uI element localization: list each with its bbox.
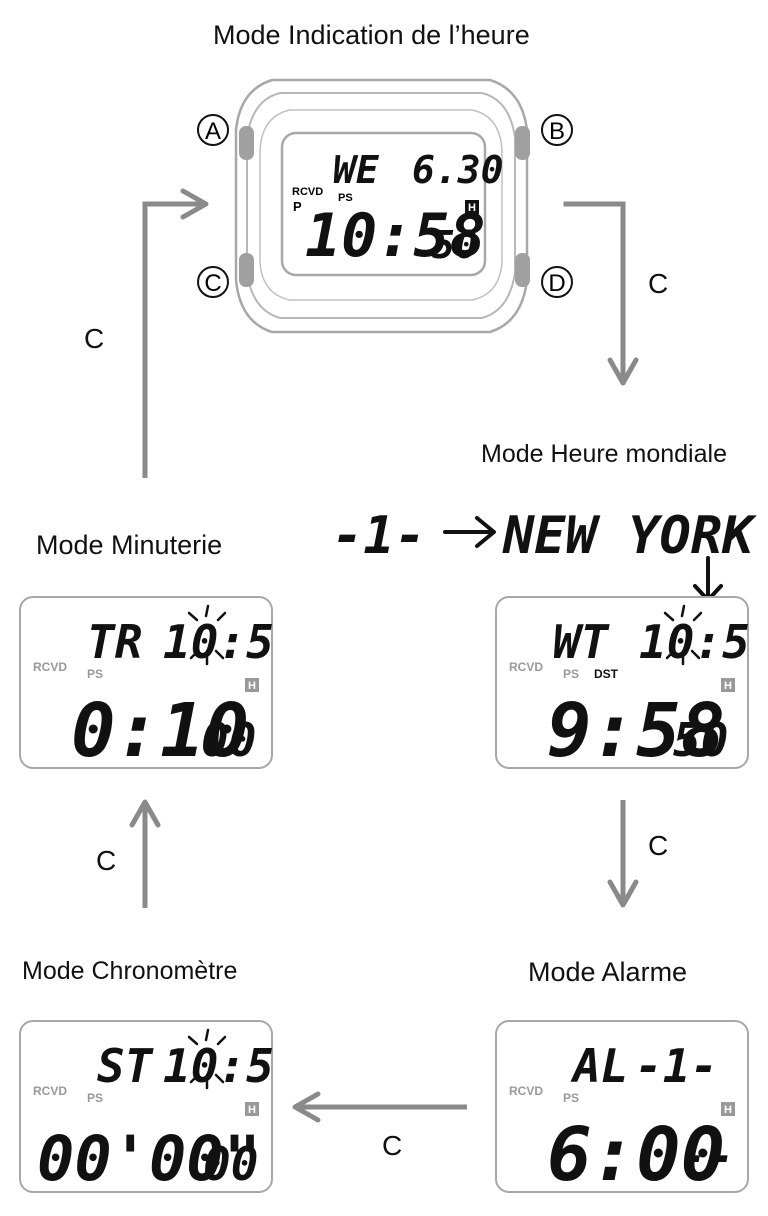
stopwatch-small-time: 10:58: [163, 1039, 275, 1093]
time-mode-title: Mode Indication de l’heure: [213, 20, 530, 50]
world-main-time: 9:58: [547, 688, 725, 771]
world-city-scroll: -1- NEW YORK: [332, 506, 757, 602]
world-scroll-from: -1-: [332, 506, 426, 566]
alarm-lcd: AL -1- RCVD PS H 6:00 --: [495, 1020, 749, 1198]
alarm-rcvd: RCVD: [509, 1084, 543, 1098]
stopwatch-ps: PS: [87, 1091, 103, 1105]
world-h-indicator: H: [724, 680, 732, 692]
timer-main-time: 0:10: [71, 688, 249, 771]
alarm-ps: PS: [563, 1091, 579, 1105]
blink-icon: [187, 1028, 227, 1090]
time-mode-lcd: WE 6.30 RCVD PS P H 10:58 50: [292, 148, 504, 271]
timer-small-time: 10:58: [163, 615, 275, 669]
button-b-pusher: [515, 126, 530, 160]
button-label-a: A: [197, 114, 229, 146]
stopwatch-rcvd: RCVD: [33, 1084, 67, 1098]
blink-icon: [663, 604, 703, 666]
timer-label: TR: [87, 615, 142, 669]
world-ps: PS: [563, 667, 579, 681]
stopwatch-hundredths: 00: [203, 1137, 258, 1191]
stopwatch-main-time: 00'00": [37, 1122, 261, 1195]
timer-mode-title: Mode Minuterie: [36, 530, 223, 560]
timer-h-indicator: H: [248, 680, 256, 692]
transition-label-world-to-alarm: C: [648, 830, 669, 861]
timer-ps: PS: [87, 667, 103, 681]
alarm-h-indicator: H: [724, 1104, 732, 1116]
time-rcvd: RCVD: [292, 186, 323, 198]
arrow-time-to-world: [563, 201, 626, 385]
transition-label-stopwatch-to-timer: C: [96, 845, 117, 876]
alarm-number: -1-: [635, 1039, 718, 1093]
stopwatch-mode-title: Mode Chronomètre: [22, 957, 238, 985]
button-c-pusher: [239, 253, 254, 287]
time-h-indicator: H: [468, 202, 476, 214]
time-seconds: 50: [432, 223, 478, 267]
time-main: 10:58: [305, 201, 486, 271]
timer-seconds: 00: [201, 713, 256, 767]
world-small-time: 10:58: [639, 615, 751, 669]
button-label-d: D: [541, 266, 573, 298]
time-ps: PS: [338, 192, 353, 204]
world-dst: DST: [594, 667, 619, 681]
button-label-b: B: [541, 114, 573, 146]
button-a-pusher: [239, 126, 254, 160]
arrow-timer-to-time: [142, 201, 205, 478]
button-label-c: C: [197, 266, 229, 298]
alarm-mode-title: Mode Alarme: [528, 957, 688, 987]
world-seconds: 50: [673, 713, 728, 767]
time-day: WE: [333, 148, 380, 192]
stopwatch-lcd: ST 10:58 RCVD PS H 00'00" 00: [19, 1020, 301, 1195]
transition-label-alarm-to-stopwatch: C: [382, 1130, 403, 1161]
world-time-lcd: WT 10:58 RCVD PS DST H 9:58 50: [495, 596, 768, 774]
transition-label-timer-to-time: C: [84, 323, 105, 354]
time-pm: P: [293, 199, 302, 214]
timer-lcd: TR 10:58 RCVD PS H 0:10 00: [19, 596, 301, 774]
alarm-main-time: 6:00: [547, 1112, 725, 1195]
svg-text:B: B: [549, 118, 565, 145]
watch-body: [234, 78, 530, 334]
world-rcvd: RCVD: [509, 660, 543, 674]
button-d-pusher: [515, 253, 530, 287]
stopwatch-h-indicator: H: [248, 1104, 256, 1116]
svg-text:A: A: [205, 118, 221, 145]
transition-label-time-to-world: C: [648, 268, 669, 299]
stopwatch-label: ST: [97, 1039, 154, 1093]
scroll-arrow-icon: [443, 516, 496, 548]
world-scroll-to: NEW YORK: [502, 506, 757, 566]
timer-rcvd: RCVD: [33, 660, 67, 674]
svg-text:D: D: [548, 270, 565, 297]
blink-icon: [187, 604, 227, 666]
world-time-mode-title: Mode Heure mondiale: [481, 440, 727, 468]
alarm-label: AL: [570, 1039, 628, 1093]
svg-text:C: C: [204, 270, 221, 297]
world-city-code: WT: [553, 615, 610, 669]
time-date: 6.30: [412, 148, 504, 192]
alarm-seconds: --: [679, 1129, 734, 1183]
